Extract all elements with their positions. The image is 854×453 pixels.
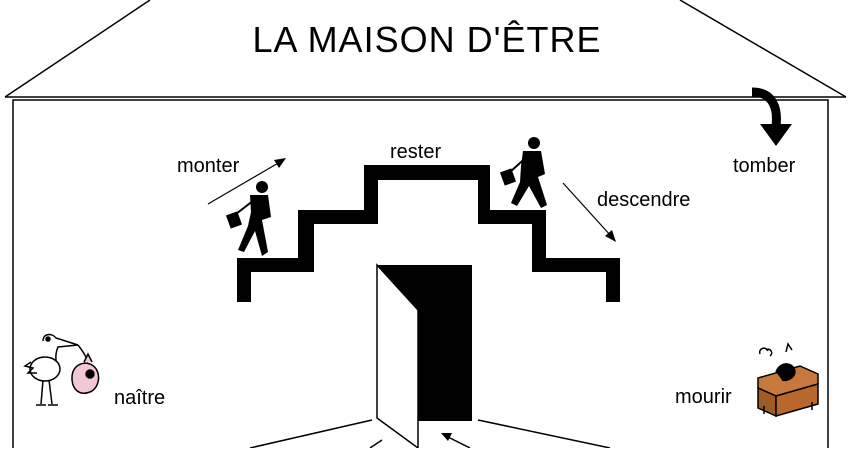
descendre-arrow [562, 182, 616, 242]
walker-down-icon [499, 137, 547, 208]
page-title: LA MAISON D'ÊTRE [253, 19, 602, 60]
ground-lines [249, 419, 611, 449]
staircase [237, 165, 620, 302]
door [376, 263, 472, 450]
verb-naitre: naître [114, 387, 165, 409]
door-entry-arrow [441, 433, 471, 449]
tomber-arrow-icon [751, 87, 792, 146]
stork-icon [23, 333, 100, 406]
house-walls [12, 99, 829, 453]
verb-descendre: descendre [597, 189, 690, 211]
monter-arrow [207, 158, 286, 205]
roof [4, 0, 847, 98]
verb-mourir: mourir [675, 386, 732, 408]
coffin-icon [757, 342, 819, 418]
verb-monter: monter [177, 155, 240, 177]
verb-tomber: tomber [733, 155, 796, 177]
verb-rester: rester [390, 141, 441, 163]
walker-up-icon [225, 181, 271, 256]
